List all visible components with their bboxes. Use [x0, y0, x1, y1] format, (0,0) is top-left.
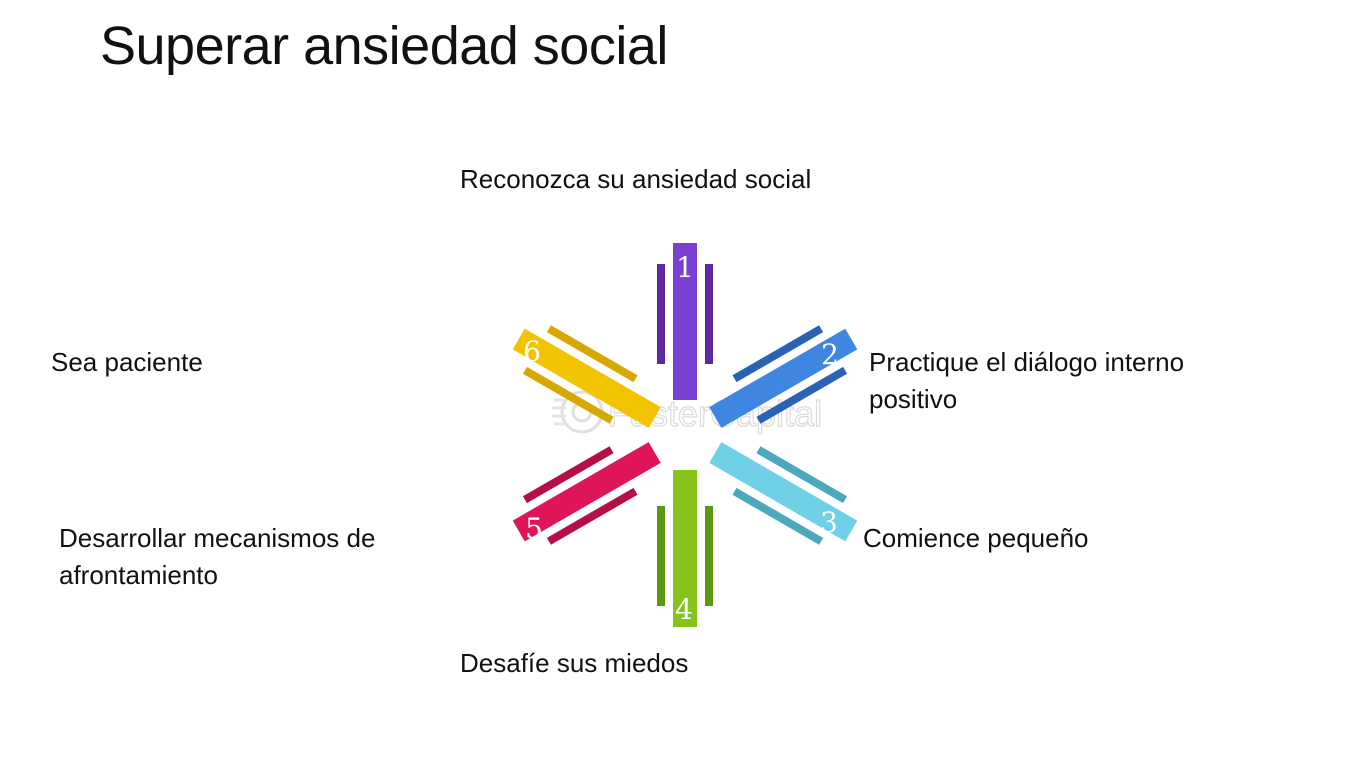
step-1-arm: [657, 243, 713, 400]
step-1-number: 1: [676, 251, 694, 284]
step-2-side-bar-right: [756, 366, 848, 424]
step-5-main-bar: [512, 442, 661, 542]
step-6-number: 6: [523, 335, 541, 368]
step-6-arm: [512, 325, 661, 428]
step-1-side-bar-left: [657, 264, 665, 364]
step-2-side-bar-left: [732, 325, 824, 383]
step-3-side-bar-left: [756, 446, 848, 504]
step-1-label: Reconozca su ansiedad social: [460, 164, 812, 194]
page-title: Superar ansiedad social: [100, 16, 668, 76]
step-5-side-bar-left: [546, 487, 638, 545]
step-2-main-bar: [709, 328, 858, 428]
step-6-side-bar-left: [522, 366, 614, 424]
step-2-label: Practique el diálogo interno positivo: [869, 347, 1185, 414]
step-4-number: 4: [675, 593, 693, 626]
step-6-label: Sea paciente: [51, 347, 203, 377]
step-3-side-bar-right: [732, 487, 824, 545]
step-5-label: Desarrollar mecanismos de afrontamiento: [59, 523, 376, 590]
step-3-label: Comience pequeño: [863, 523, 1089, 553]
step-4-side-bar-left: [705, 506, 713, 606]
step-4-arm: [657, 470, 713, 627]
step-4-side-bar-right: [657, 506, 665, 606]
step-5-arm: [512, 442, 661, 545]
step-3-main-bar: [709, 442, 858, 542]
step-4-main-bar: [673, 470, 697, 627]
step-3-arm: [709, 442, 858, 545]
step-6-main-bar: [512, 328, 661, 428]
step-1-main-bar: [673, 243, 697, 400]
step-3-number: 3: [820, 506, 838, 539]
step-2-arm: [709, 325, 858, 428]
step-1-side-bar-right: [705, 264, 713, 364]
step-5-number: 5: [525, 512, 543, 545]
step-2-number: 2: [821, 338, 839, 371]
step-5-side-bar-right: [522, 446, 614, 504]
step-6-side-bar-right: [546, 325, 638, 383]
step-4-label: Desafíe sus miedos: [460, 648, 689, 678]
